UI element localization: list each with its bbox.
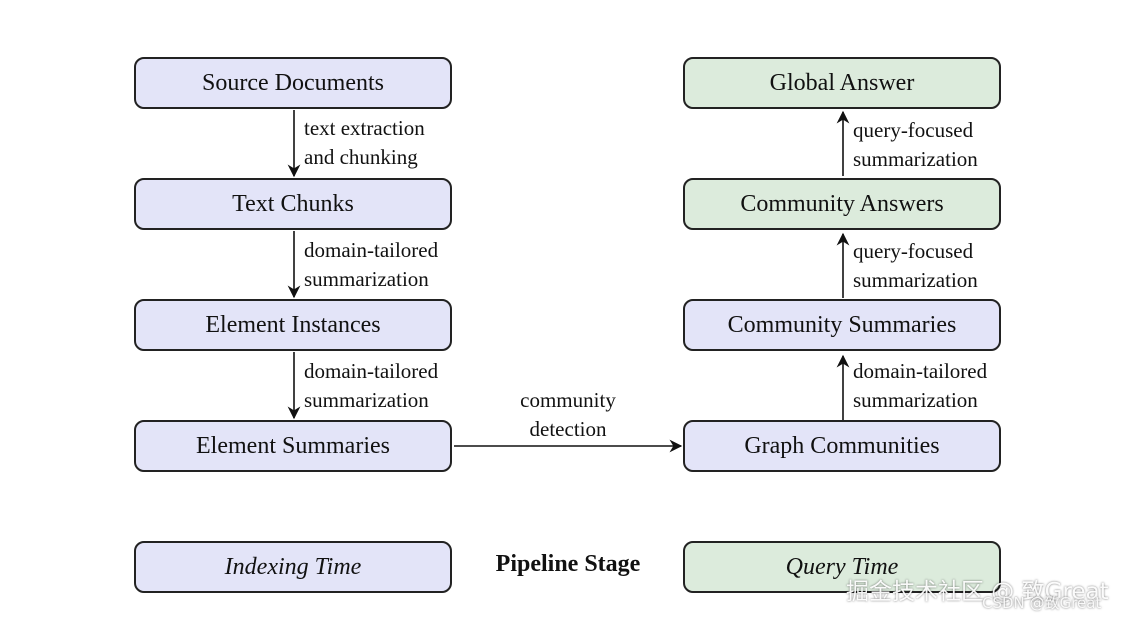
edge-label-domain-tailored-3: domain-tailored summarization [853,357,987,415]
edge-label-line: text extraction [304,116,425,140]
edge-label-domain-tailored-1: domain-tailored summarization [304,236,438,294]
watermark-sub: CSDN @致Great [982,594,1102,612]
graph-communities-node: Graph Communities [683,420,1001,472]
edge-label-line: domain-tailored [304,359,439,383]
element-summaries-label: Element Summaries [196,432,390,459]
edge-label-line: summarization [304,267,429,291]
text-chunks-label: Text Chunks [232,190,354,217]
edge-label-domain-tailored-2: domain-tailored summarization [304,357,438,415]
community-summaries-node: Community Summaries [683,299,1001,351]
source-documents-label: Source Documents [202,69,384,96]
legend-indexing-time: Indexing Time [134,541,452,593]
legend-query-time-label: Query Time [785,553,899,580]
edge-label-line: domain-tailored [853,359,988,383]
legend-pipeline-stage: Pipeline Stage [495,551,641,577]
global-answer-node: Global Answer [683,57,1001,109]
global-answer-label: Global Answer [769,69,915,96]
legend-indexing-time-label: Indexing Time [224,553,362,580]
element-instances-node: Element Instances [134,299,452,351]
element-summaries-node: Element Summaries [134,420,452,472]
edge-label-line: summarization [853,388,978,412]
community-answers-label: Community Answers [740,190,944,217]
edge-label-line: summarization [304,388,429,412]
edge-label-line: query-focused [853,118,974,142]
watermark-main: 掘金技术社区 @ 致Great [846,579,1109,605]
community-summaries-label: Community Summaries [727,311,957,338]
source-documents-node: Source Documents [134,57,452,109]
edge-label-line: query-focused [853,239,974,263]
edge-label-query-focused-2: query-focused summarization [853,237,978,295]
edge-label-query-focused-1: query-focused summarization [853,116,978,174]
legend-query-time: Query Time [683,541,1001,593]
edge-label-line: detection [529,417,607,441]
text-chunks-node: Text Chunks [134,178,452,230]
edge-label-community-detection: community detection [498,386,638,444]
edge-label-text-extraction: text extraction and chunking [304,114,425,172]
edge-label-line: summarization [853,268,978,292]
edge-label-line: summarization [853,147,978,171]
element-instances-label: Element Instances [205,311,381,338]
edge-label-line: domain-tailored [304,238,439,262]
graph-communities-label: Graph Communities [744,432,940,459]
community-answers-node: Community Answers [683,178,1001,230]
edge-label-line: community [520,388,616,412]
edge-label-line: and chunking [304,145,418,169]
